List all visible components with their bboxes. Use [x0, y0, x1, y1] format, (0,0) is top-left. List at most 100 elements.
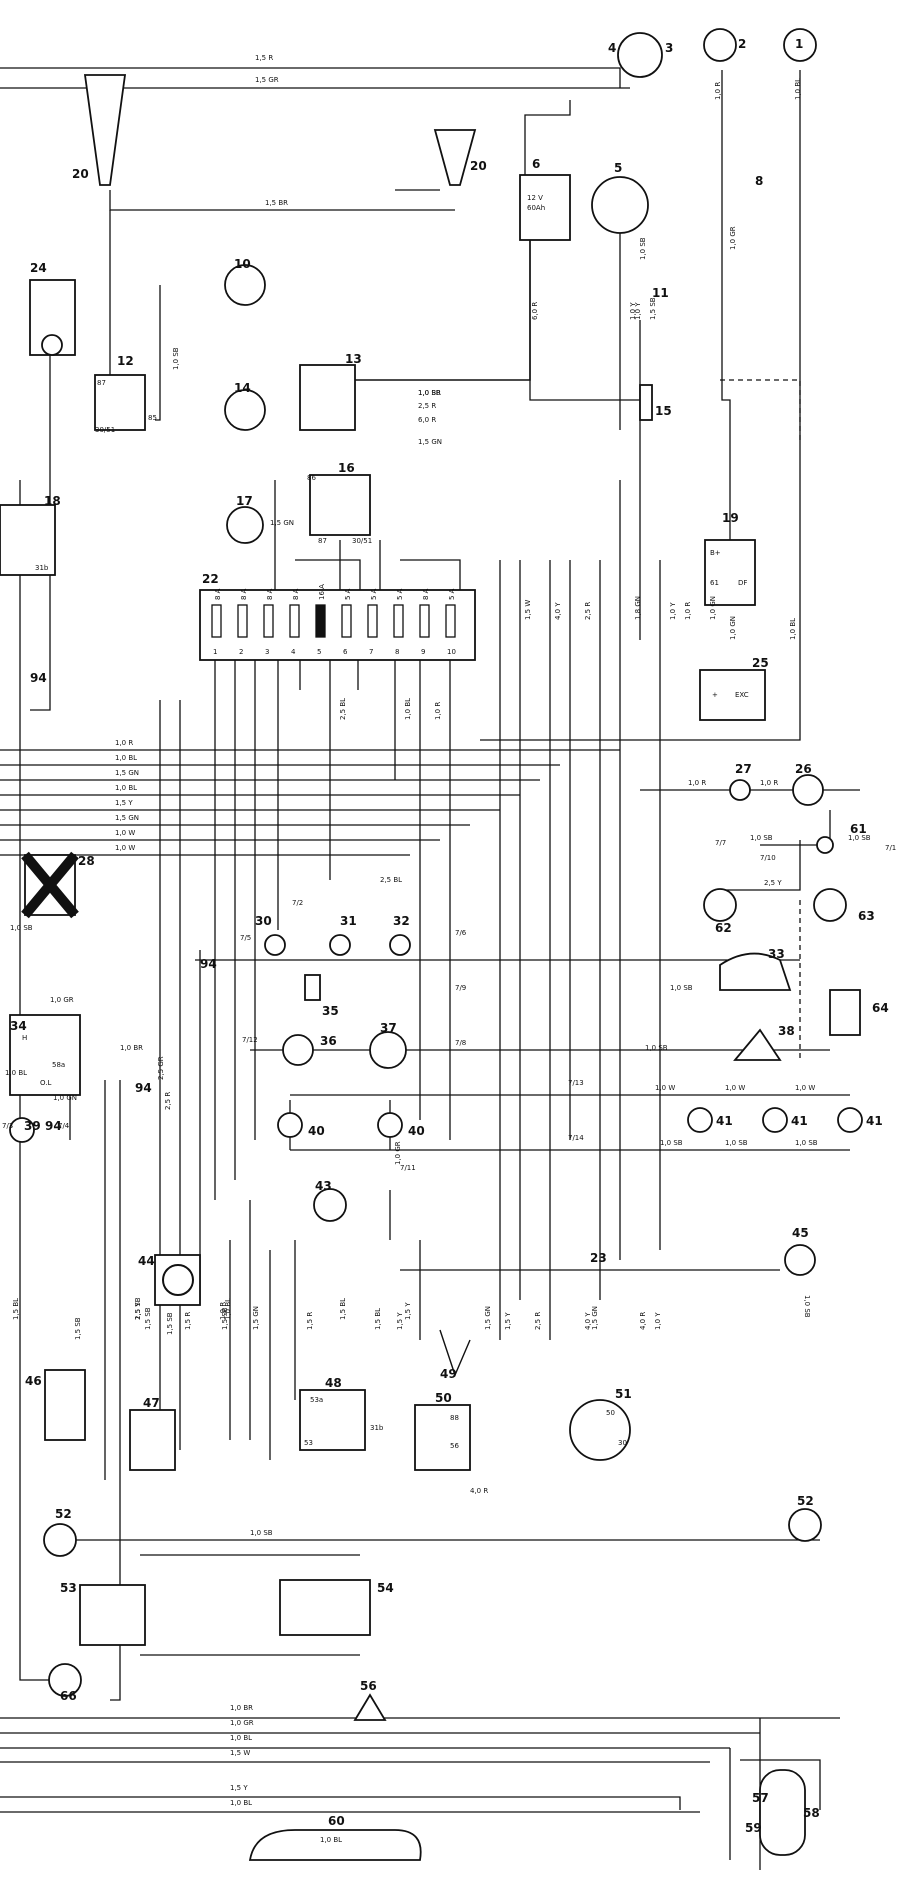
fuse-number: 5	[317, 648, 321, 656]
component-number: 13	[345, 352, 362, 366]
wire-label: 1,5 SB	[221, 1307, 229, 1330]
wire-label: 1,5 SB	[649, 297, 657, 320]
wire-label: 1,0 SB	[803, 1295, 811, 1318]
component-text: 85	[148, 414, 157, 422]
wire-label: 1,0 BR	[230, 1704, 253, 1712]
wire-label: 1,5 SB	[144, 1307, 152, 1330]
component-number: 6	[532, 157, 540, 171]
horn-shape	[83, 74, 127, 186]
lamp-shape	[282, 1034, 314, 1066]
wire-label: 1,0 SB	[10, 924, 33, 932]
lamp-shape	[264, 934, 286, 956]
component-text: 88	[450, 1414, 459, 1422]
component-number: 47	[143, 1396, 160, 1410]
wire-label: 1,5 BL	[339, 1298, 347, 1320]
fuse-number: 3	[265, 648, 269, 656]
wire-label: 6,0 R	[418, 416, 436, 424]
switch-43-shape	[313, 1188, 347, 1222]
wire-label: 1,0 BL	[115, 784, 137, 792]
wire-label: 2,5 GR	[157, 1056, 165, 1080]
component-graphics	[0, 28, 863, 1861]
lamp-shape	[729, 779, 751, 801]
connector-label: 7/10	[760, 854, 776, 862]
heater-54-shape	[279, 1579, 371, 1636]
connector-label: 7/4	[58, 1122, 70, 1130]
wire-label: 1,0 GR	[394, 1141, 402, 1165]
component-number: 3	[665, 41, 673, 55]
wire-label: 1,0 R	[219, 1302, 227, 1320]
wire-label: 1,5 BL	[374, 1308, 382, 1330]
fuse-number: 9	[421, 648, 425, 656]
component-number: 30	[255, 914, 272, 928]
gauge-shape	[224, 264, 266, 306]
wire-label: 1,0 BL	[230, 1734, 252, 1742]
alternator-shape	[699, 669, 766, 721]
connector-label: 7/7	[715, 839, 726, 847]
battery-shape	[519, 174, 571, 241]
fuse-number: 7	[369, 648, 373, 656]
buzzer-shape	[226, 506, 264, 544]
component-number: 40	[308, 1124, 325, 1138]
component-number: 64	[872, 1001, 889, 1015]
component-number: 4	[608, 41, 616, 55]
fuse	[393, 604, 404, 638]
component-number: 53	[60, 1581, 77, 1595]
fuse	[315, 604, 326, 638]
component-number: 1	[795, 37, 803, 51]
component-text: 53a	[310, 1396, 323, 1404]
wire-label: 1,5 GN	[591, 1306, 599, 1330]
fuse	[445, 604, 456, 638]
fuse-shape	[639, 384, 653, 421]
wire-label: 1,0 R	[714, 82, 722, 100]
wire-label: 1,5 Y	[115, 799, 133, 807]
fuse-number: 4	[291, 648, 296, 656]
fuse-number: 6	[343, 648, 348, 656]
connector-label: 7/6	[455, 929, 467, 937]
lamp-45-shape	[784, 1244, 816, 1276]
component-text: 30/51	[95, 426, 115, 434]
fuse-rating: 8 A	[292, 588, 300, 600]
component-text: EXC	[735, 691, 749, 699]
lamp-shape	[329, 934, 351, 956]
wire-label: 2,5 R	[418, 402, 436, 410]
component-text: DF	[738, 579, 747, 587]
fuse-number: 10	[447, 648, 456, 656]
connector-label: 7/1	[885, 844, 896, 852]
component-text: 31b	[35, 564, 49, 572]
lamp-shape	[277, 1112, 303, 1138]
wire-label: 1,0 SB	[418, 389, 441, 397]
wire-label: 1,5 BL	[12, 1298, 20, 1320]
lamp-shape	[9, 1117, 35, 1143]
connector-label: 7/8	[455, 1039, 466, 1047]
wire-label: 1,0 BL	[789, 618, 797, 640]
component-number: 56	[360, 1679, 377, 1693]
component-number: 22	[202, 572, 219, 586]
component-text: H	[22, 1034, 27, 1042]
distributor-shape	[591, 176, 649, 234]
component-number: 50	[435, 1391, 452, 1405]
component-number: 27	[735, 762, 752, 776]
wire-label: 1,5 GN	[270, 519, 294, 527]
component-number: 41	[791, 1114, 808, 1128]
wire-label: 1,5 Y	[396, 1312, 404, 1330]
gauge-33-shape	[719, 952, 792, 991]
wire-label: 4,0 R	[470, 1487, 488, 1495]
wiper-motor-shape	[299, 1389, 366, 1451]
wire-labels: 1,5 R1,5 GR1,5 BR1,0 SB1,0 SB1,0 BR2,5 R…	[5, 54, 871, 1844]
component-number: 52	[797, 1494, 814, 1508]
wire-label: 1,5 GN	[115, 769, 139, 777]
switch-shape	[813, 888, 847, 922]
fuse-rating: 8 A	[214, 588, 222, 600]
component-text: 58a	[52, 1061, 65, 1069]
component-number: 40	[408, 1124, 425, 1138]
wire-label: 1,0 BR	[418, 389, 441, 397]
lamp-shape	[783, 28, 817, 62]
component-number: 34	[10, 1019, 27, 1033]
wire-label: 1,8 GN	[634, 596, 642, 620]
component-number: 59	[745, 1821, 762, 1835]
component-number: 31	[340, 914, 357, 928]
lamp-housing-shape	[44, 1369, 86, 1441]
lamp-shape	[687, 1107, 713, 1133]
wire-label: 1,0 BL	[224, 1298, 232, 1320]
